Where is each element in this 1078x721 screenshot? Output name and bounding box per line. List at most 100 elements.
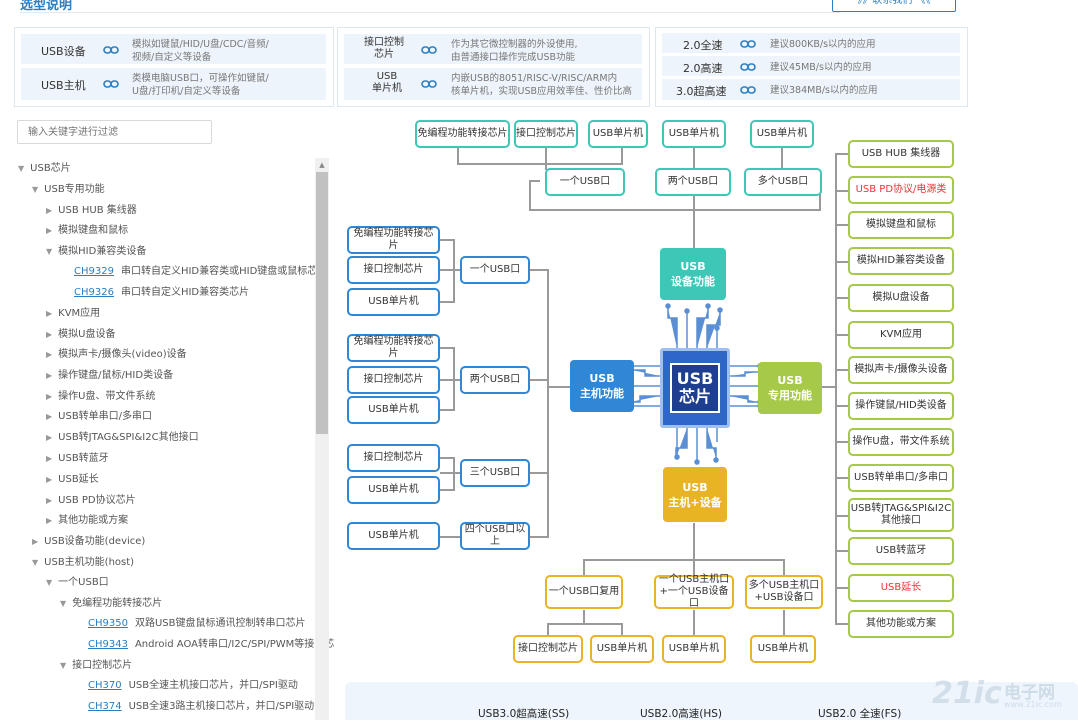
device-port-group-node[interactable]: 两个USB口 (655, 168, 731, 196)
tree-item[interactable]: ▶模拟键盘和鼠标 (46, 224, 128, 238)
caret-right-icon: ▶ (46, 309, 53, 318)
tree-item[interactable]: ▶模拟U盘设备 (46, 328, 115, 342)
tree-item[interactable]: ▶其他功能或方案 (46, 514, 128, 528)
tree-item[interactable]: ▶USB延长 (46, 473, 99, 487)
info-row (662, 56, 960, 76)
special-function-node[interactable]: USB转单串口/多串口 (848, 464, 954, 492)
tree-item[interactable]: ▶USB转蓝牙 (46, 452, 109, 466)
host-leaf-node[interactable]: 免编程功能转接芯片 (347, 334, 440, 362)
special-function-node[interactable]: USB延长 (848, 574, 954, 602)
special-function-node[interactable]: 模拟HID兼容类设备 (848, 247, 954, 275)
speed-tab-fs[interactable]: USB2.0 全速(FS) (818, 708, 902, 720)
special-function-node[interactable]: 操作U盘，带文件系统 (848, 428, 954, 456)
tree-item-label: USB专用功能 (44, 184, 105, 195)
special-function-node[interactable]: 模拟声卡/摄像头设备 (848, 356, 954, 384)
chip-code-link[interactable]: CH9350 (88, 618, 128, 629)
caret-right-icon: ▶ (46, 226, 53, 235)
device-leaf-node[interactable]: USB单片机 (662, 120, 726, 148)
host-port-group-node[interactable]: 四个USB口以上 (460, 522, 530, 550)
caret-right-icon: ▶ (46, 496, 53, 505)
tree-item[interactable]: ▶操作U盘、带文件系统 (46, 390, 155, 404)
tree-item[interactable]: ▶USB转单串口/多串口 (46, 410, 152, 424)
chip-code-link[interactable]: CH9343 (88, 639, 128, 650)
special-function-node[interactable]: USB HUB 集线器 (848, 140, 954, 168)
watermark-logo: 21ic 电子网 www.21ic.com (932, 676, 1062, 711)
special-function-node[interactable]: 操作键鼠/HID类设备 (848, 392, 954, 420)
speed-tab-hs[interactable]: USB2.0高速(HS) (640, 708, 723, 720)
special-function-node[interactable]: USB PD协议/电源类 (848, 176, 954, 204)
special-function-node[interactable]: USB转蓝牙 (848, 537, 954, 565)
host-leaf-node[interactable]: 接口控制芯片 (347, 256, 440, 284)
host-leaf-node[interactable]: USB单片机 (347, 476, 440, 504)
tree-item[interactable]: ▶模拟声卡/摄像头(video)设备 (46, 348, 187, 362)
tree-item[interactable]: ▶操作键盘/鼠标/HID类设备 (46, 369, 173, 383)
device-port-group-node[interactable]: 一个USB口 (545, 168, 625, 196)
chip-code-link[interactable]: CH374 (88, 701, 122, 712)
tree-item[interactable]: ▼一个USB口 (46, 576, 109, 590)
host-port-group-node[interactable]: 两个USB口 (460, 366, 530, 394)
tree-item[interactable]: ▼USB专用功能 (32, 183, 105, 197)
host-leaf-node[interactable]: USB单片机 (347, 396, 440, 424)
tree-item[interactable]: ▼免编程功能转接芯片 (60, 597, 162, 611)
tree-item-label: USB转蓝牙 (58, 453, 109, 464)
device-leaf-node[interactable]: USB单片机 (588, 120, 648, 148)
tree-item[interactable]: ▶USB设备功能(device) (32, 535, 145, 549)
tree-item[interactable]: ▼模拟HID兼容类设备 (46, 245, 146, 259)
tree-item[interactable]: ▼USB芯片 (18, 162, 71, 176)
scroll-up-arrow-icon[interactable]: ▲ (319, 161, 325, 169)
device-leaf-node[interactable]: USB单片机 (750, 120, 814, 148)
contact-us-button[interactable]: 》》联系我们 《《 (832, 0, 956, 12)
chip-code-link[interactable]: CH9329 (74, 266, 114, 277)
special-function-node[interactable]: 模拟键盘和鼠标 (848, 211, 954, 239)
chip-code-link[interactable]: CH370 (88, 680, 122, 691)
host-leaf-node[interactable]: USB单片机 (347, 288, 440, 316)
tree-item-label: USB延长 (58, 474, 99, 485)
caret-down-icon: ▼ (46, 247, 53, 256)
special-function-node[interactable]: KVM应用 (848, 321, 954, 349)
host-port-group-node[interactable]: 三个USB口 (460, 459, 530, 487)
tree-item[interactable]: ▼USB主机功能(host) (32, 556, 134, 570)
tree-item[interactable]: ▶USB HUB 集线器 (46, 204, 137, 218)
scrollbar-thumb[interactable] (316, 172, 328, 434)
tree-item[interactable]: ▶KVM应用 (46, 307, 100, 321)
device-port-group-node[interactable]: 多个USB口 (744, 168, 822, 196)
host-port-group-node[interactable]: 一个USB口 (460, 256, 530, 284)
special-function-node[interactable]: 模拟U盘设备 (848, 284, 954, 312)
host-leaf-node[interactable]: 免编程功能转接芯片 (347, 226, 440, 254)
host-leaf-node[interactable]: 接口控制芯片 (347, 366, 440, 394)
chip-code-link[interactable]: CH9326 (74, 287, 114, 298)
link-icon (421, 46, 437, 54)
tree-item[interactable]: ▶USB转JTAG&SPI&I2C其他接口 (46, 431, 199, 445)
device-leaf-node[interactable]: 接口控制芯片 (514, 120, 578, 148)
info-label: 3.0超高速 (676, 85, 727, 98)
host-device-leaf-node[interactable]: 接口控制芯片 (513, 635, 583, 663)
host-leaf-node[interactable]: 接口控制芯片 (347, 444, 440, 472)
host-leaf-node[interactable]: USB单片机 (347, 522, 440, 550)
header-divider (20, 12, 840, 13)
speed-tab-ss[interactable]: USB3.0超高速(SS) (478, 708, 570, 720)
info-row (21, 34, 326, 64)
special-function-node[interactable]: USB转JTAG&SPI&I2C其他接口 (848, 498, 954, 532)
filter-input[interactable] (17, 120, 212, 144)
host-device-group-node[interactable]: 一个USB口复用 (545, 575, 623, 609)
host-device-leaf-node[interactable]: USB单片机 (750, 635, 816, 663)
host-device-leaf-node[interactable]: USB单片机 (662, 635, 726, 663)
special-function-node[interactable]: 其他功能或方案 (848, 610, 954, 638)
tree-item[interactable]: ▶USB PD协议芯片 (46, 494, 136, 508)
host-device-group-node[interactable]: 多个USB主机口+USB设备口 (745, 575, 823, 609)
host-device-group-node[interactable]: 一个USB主机口+一个USB设备口 (654, 574, 734, 609)
host-device-leaf-node[interactable]: USB单片机 (590, 635, 654, 663)
device-leaf-node[interactable]: 免编程功能转接芯片 (415, 120, 510, 148)
tree-item[interactable]: ▼接口控制芯片 (60, 659, 132, 673)
